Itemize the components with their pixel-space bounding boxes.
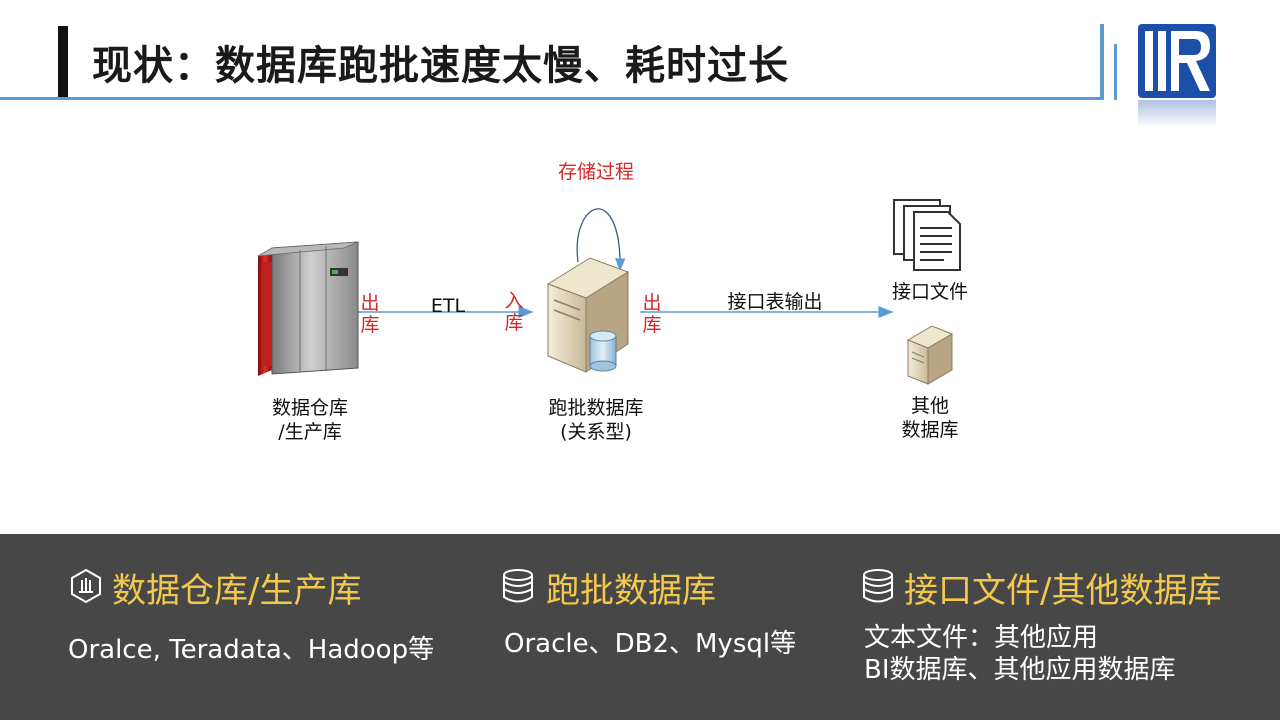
files-label: 接口文件 bbox=[891, 281, 968, 303]
header-divider bbox=[0, 97, 1100, 100]
cluster-icon bbox=[71, 568, 101, 604]
database-icon bbox=[503, 569, 533, 603]
source-out-label: 出库 bbox=[360, 292, 380, 336]
section-desc-batch: Oracle、DB2、Mysql等 bbox=[504, 629, 797, 659]
data-warehouse-server-icon bbox=[257, 241, 359, 376]
flow-diagram bbox=[257, 199, 961, 385]
interface-output-label: 接口表输出 bbox=[727, 291, 823, 313]
stored-procedure-label: 存储过程 bbox=[557, 161, 634, 183]
section-desc-interface-2: BI数据库、其他应用数据库 bbox=[864, 655, 1176, 685]
batch-out-label: 出库 bbox=[642, 292, 662, 336]
page-title: 现状：数据库跑批速度太慢、耗时过长 bbox=[92, 43, 789, 89]
stored-procedure-loop-arrow bbox=[576, 208, 626, 272]
summary-panel bbox=[0, 534, 1280, 720]
section-desc-interface-1: 文本文件：其他应用 bbox=[864, 623, 1099, 653]
document-files-icon bbox=[893, 199, 961, 271]
company-logo bbox=[1138, 24, 1216, 128]
database-icon bbox=[863, 569, 893, 603]
header-decoration bbox=[1114, 44, 1117, 100]
section-heading-interface: 接口文件/其他数据库 bbox=[904, 571, 1222, 611]
title-accent-bar bbox=[58, 26, 68, 98]
batch-db-label: 跑批数据库(关系型) bbox=[548, 397, 644, 443]
section-desc-warehouse: Oralce, Teradata、Hadoop等 bbox=[68, 635, 435, 665]
other-db-label: 其他数据库 bbox=[901, 395, 959, 441]
other-database-server-icon bbox=[906, 325, 954, 385]
section-heading-batch: 跑批数据库 bbox=[546, 571, 716, 611]
etl-label: ETL bbox=[430, 295, 466, 317]
header-decoration bbox=[1100, 24, 1104, 100]
section-heading-warehouse: 数据仓库/生产库 bbox=[112, 571, 362, 611]
batch-in-label: 入库 bbox=[504, 290, 524, 334]
source-label: 数据仓库/生产库 bbox=[271, 397, 348, 443]
batch-database-server-icon bbox=[546, 257, 630, 373]
